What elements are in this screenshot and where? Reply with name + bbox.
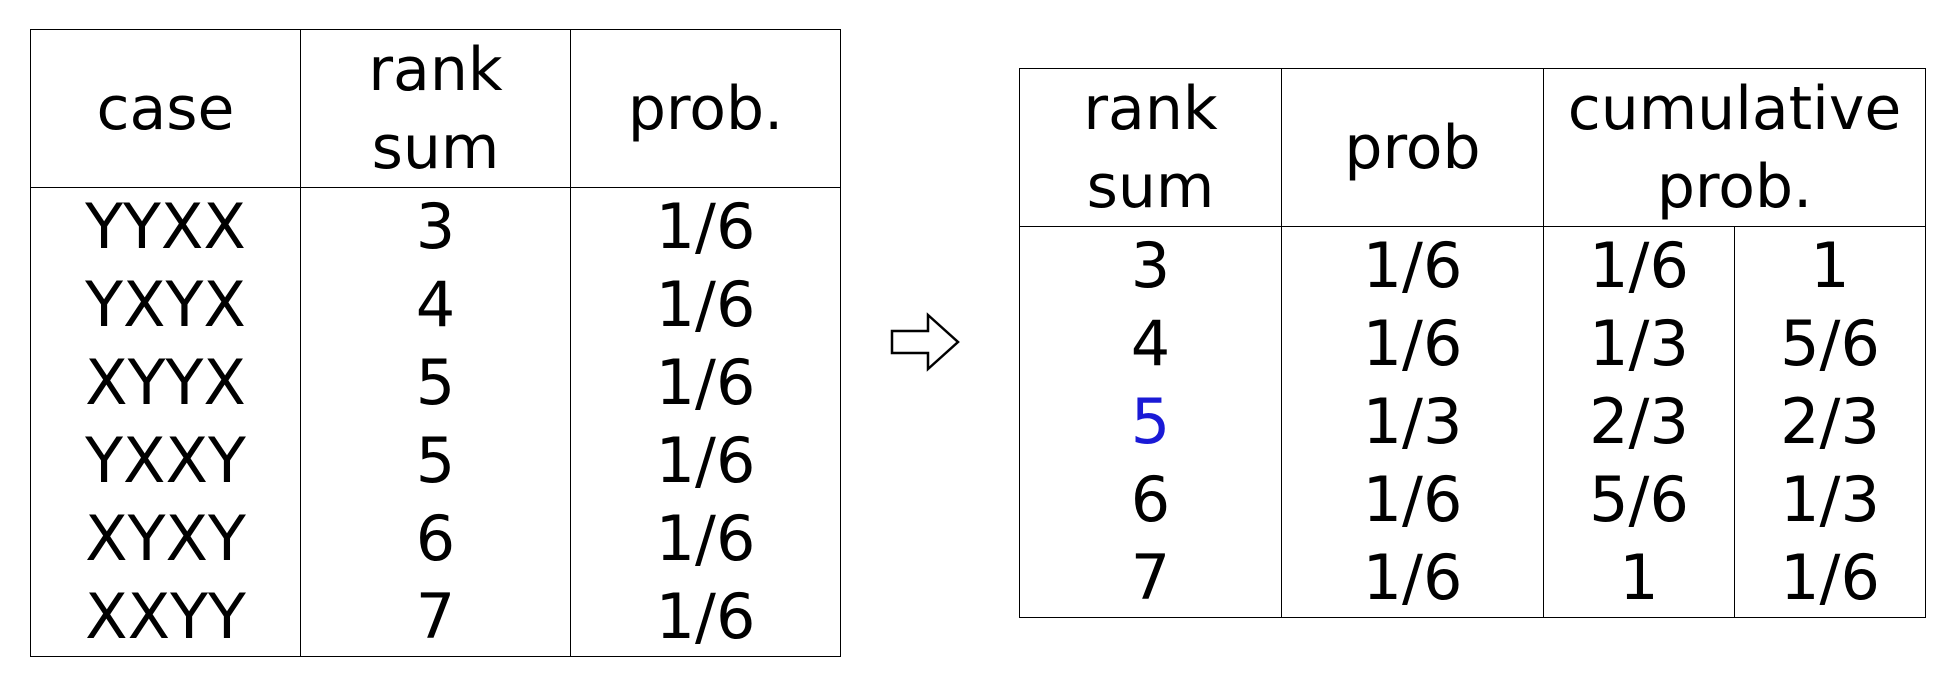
table-row: YYXX 3 1/6 (30, 187, 841, 266)
cell-rank-sum: 6 (1019, 461, 1282, 539)
cell-cumulative-prob-reverse: 1 (1734, 226, 1926, 305)
cell-rank-sum: 7 (300, 578, 571, 657)
cell-cumulative-prob-reverse: 2/3 (1734, 383, 1926, 461)
case-rank-sum-table: case rank sum prob. YYXX 3 1/6 YXYX 4 1/… (30, 29, 841, 657)
cell-case: XXYY (30, 578, 301, 657)
cell-prob: 1/6 (570, 187, 841, 266)
cell-prob: 1/6 (1281, 305, 1544, 383)
cell-case: XYXY (30, 500, 301, 578)
cell-prob: 1/6 (570, 500, 841, 578)
header-rank-sum-text: rank sum (368, 34, 503, 183)
header-rank-sum: rank sum (300, 29, 571, 188)
cell-prob: 1/6 (1281, 539, 1544, 618)
cell-rank-sum-highlighted: 5 (1019, 383, 1282, 461)
cell-rank-sum: 7 (1019, 539, 1282, 618)
cell-rank-sum: 5 (300, 344, 571, 422)
table-header-row: rank sum prob cumulative prob. (1019, 68, 1926, 227)
header-prob: prob (1281, 68, 1544, 227)
cell-cumulative-prob: 1 (1543, 539, 1735, 618)
table-row: 5 1/3 2/3 2/3 (1019, 383, 1926, 461)
cell-cumulative-prob: 2/3 (1543, 383, 1735, 461)
header-cumulative-prob-text: cumulative prob. (1567, 73, 1902, 222)
cell-cumulative-prob-reverse: 1/6 (1734, 539, 1926, 618)
table-row: XYYX 5 1/6 (30, 344, 841, 422)
cell-case: YXXY (30, 422, 301, 500)
cell-cumulative-prob-reverse: 5/6 (1734, 305, 1926, 383)
cell-rank-sum: 6 (300, 500, 571, 578)
cell-prob: 1/6 (570, 578, 841, 657)
cell-rank-sum: 4 (300, 266, 571, 344)
cell-prob: 1/6 (1281, 226, 1544, 305)
header-cumulative-prob: cumulative prob. (1543, 68, 1926, 227)
double-right-arrow-icon (890, 312, 960, 372)
table-row: 3 1/6 1/6 1 (1019, 226, 1926, 305)
header-rank-sum-text: rank sum (1083, 73, 1218, 222)
cell-case: XYYX (30, 344, 301, 422)
cell-prob: 1/6 (1281, 461, 1544, 539)
table-row: 7 1/6 1 1/6 (1019, 539, 1926, 618)
table-header-row: case rank sum prob. (30, 29, 841, 188)
cell-prob: 1/6 (570, 422, 841, 500)
table-row: YXYX 4 1/6 (30, 266, 841, 344)
cell-cumulative-prob: 5/6 (1543, 461, 1735, 539)
cell-rank-sum: 3 (1019, 226, 1282, 305)
header-case: case (30, 29, 301, 188)
table-row: 6 1/6 5/6 1/3 (1019, 461, 1926, 539)
table-row: XXYY 7 1/6 (30, 578, 841, 657)
cell-rank-sum: 4 (1019, 305, 1282, 383)
table-row: 4 1/6 1/3 5/6 (1019, 305, 1926, 383)
cell-prob: 1/6 (570, 344, 841, 422)
table-row: XYXY 6 1/6 (30, 500, 841, 578)
cell-prob: 1/6 (570, 266, 841, 344)
cell-cumulative-prob-reverse: 1/3 (1734, 461, 1926, 539)
cell-cumulative-prob: 1/3 (1543, 305, 1735, 383)
table-row: YXXY 5 1/6 (30, 422, 841, 500)
cell-case: YXYX (30, 266, 301, 344)
cumulative-prob-table: rank sum prob cumulative prob. 3 1/6 1/6… (1019, 68, 1926, 618)
cell-rank-sum: 3 (300, 187, 571, 266)
cell-rank-sum: 5 (300, 422, 571, 500)
cell-prob: 1/3 (1281, 383, 1544, 461)
cell-case: YYXX (30, 187, 301, 266)
cell-cumulative-prob: 1/6 (1543, 226, 1735, 305)
header-prob: prob. (570, 29, 841, 188)
header-rank-sum: rank sum (1019, 68, 1282, 227)
